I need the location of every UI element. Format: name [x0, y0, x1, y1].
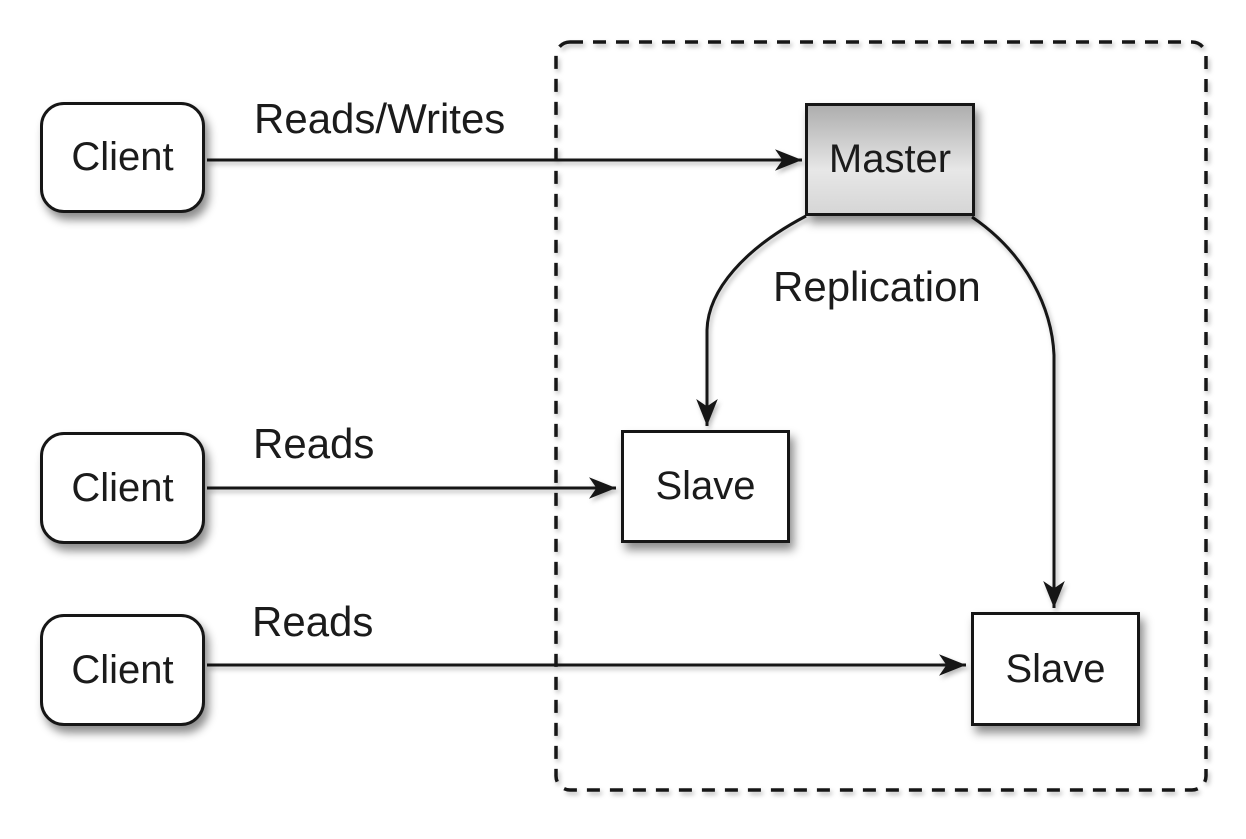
- master-node-label: Master: [828, 137, 952, 181]
- slave-node-2: Slave: [971, 612, 1140, 726]
- reads-writes-label: Reads/Writes: [254, 95, 506, 142]
- master-node: Master: [805, 103, 975, 216]
- reads-label-middle: Reads: [253, 420, 375, 467]
- slave-node-1-label: Slave: [655, 464, 756, 508]
- client-node-3-label: Client: [71, 647, 174, 692]
- replication-label: Replication: [773, 263, 981, 310]
- client-node-2-label: Client: [71, 465, 174, 510]
- client-node-3: Client: [40, 614, 205, 726]
- client-node-2: Client: [40, 432, 205, 544]
- replication-group-boundary: [554, 40, 1208, 792]
- slave-node-2-label: Slave: [1005, 646, 1106, 691]
- reads-label-bottom: Reads: [252, 598, 374, 645]
- client-node-1: Client: [40, 102, 205, 213]
- replication-arrow-right: [971, 215, 1065, 608]
- replication-arrow-left: [696, 214, 807, 426]
- client-node-1-label: Client: [71, 135, 174, 179]
- slave-node-1: Slave: [621, 430, 790, 543]
